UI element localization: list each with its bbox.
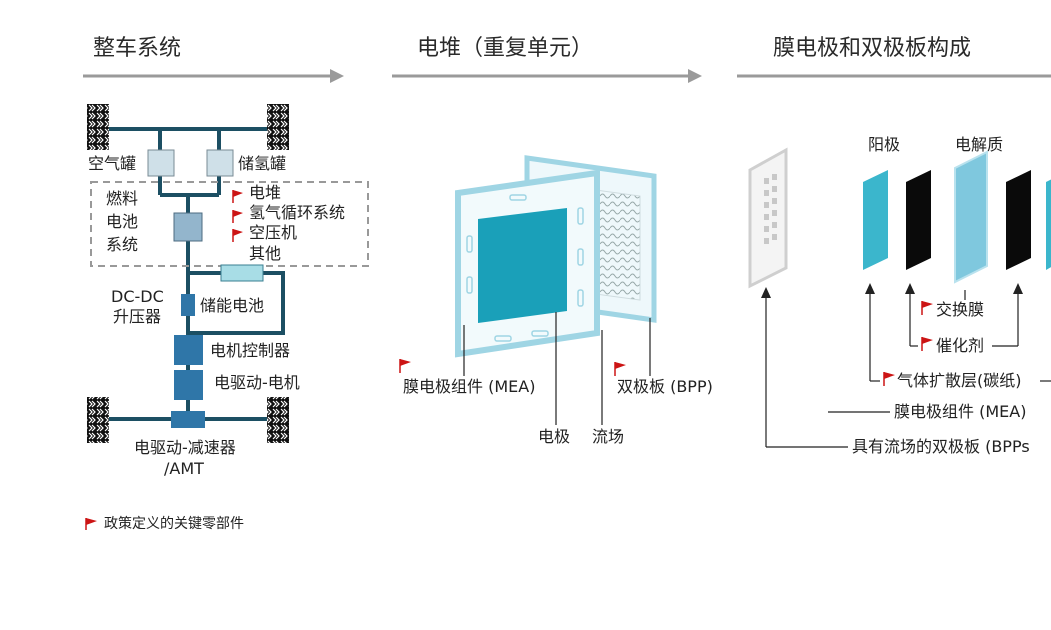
- arrow-right-icon: [761, 283, 1023, 298]
- component-stack: 电堆: [249, 183, 282, 202]
- fuel-cell-boundary: [90, 181, 369, 267]
- catalyst-label: 催化剂: [936, 336, 985, 355]
- gdl-label: 气体扩散层(碳纸): [897, 371, 1022, 390]
- electrolyte-label: 电解质: [955, 135, 1004, 154]
- mea-leaders: [765, 290, 1051, 448]
- tire-icon: [267, 104, 289, 150]
- cathode-layer: [1046, 179, 1051, 270]
- component-other: 其他: [249, 244, 282, 263]
- h2-tank-label: 储氢罐: [238, 154, 287, 173]
- air-tank-label: 空气罐: [88, 154, 137, 173]
- mea-bpp-label: 具有流场的双极板 (BPPs: [852, 437, 1030, 456]
- electrode-area: [478, 208, 567, 323]
- motor-label: 电驱动-电机: [214, 373, 300, 392]
- air-tank-box: [147, 149, 175, 177]
- flag-icon: [85, 518, 97, 530]
- flag-icon: [614, 362, 626, 376]
- electrolyte-layer: [954, 150, 988, 284]
- fuel-cell-box: [173, 212, 203, 242]
- motor-controller-box: [174, 335, 203, 365]
- h2-tank-box: [206, 149, 234, 177]
- dcdc-label-2: 升压器: [113, 307, 162, 326]
- tire-icon: [87, 104, 109, 150]
- mea-label: 膜电极组件 (MEA): [403, 377, 536, 396]
- flow-field-label: 流场: [592, 427, 625, 446]
- exchange-membrane-label: 交换膜: [936, 300, 985, 319]
- fuel-cell-label-2: 电池: [106, 212, 139, 231]
- dcdc-box: [181, 294, 195, 316]
- catalyst-layer-2: [1006, 170, 1031, 270]
- stack-leaders: [463, 312, 651, 425]
- header-arrow-vehicle: [83, 69, 344, 83]
- legend-text: 政策定义的关键零部件: [104, 516, 244, 532]
- component-compressor: 空压机: [249, 223, 298, 242]
- motor-controller-label: 电机控制器: [210, 341, 291, 360]
- section-title-mea: 膜电极和双极板构成: [773, 36, 972, 61]
- fuel-cell-label-3: 系统: [106, 235, 139, 254]
- flag-icon: [883, 372, 895, 386]
- flag-icon: [921, 301, 933, 315]
- catalyst-layer: [906, 170, 931, 270]
- battery-label: 储能电池: [200, 296, 265, 315]
- motor-box: [174, 370, 203, 400]
- anode-label: 阳极: [868, 135, 901, 154]
- electrode-label: 电极: [538, 427, 571, 446]
- dcdc-label-1: DC-DC: [111, 287, 164, 306]
- anode-layer: [863, 170, 888, 270]
- section-title-vehicle: 整车系统: [93, 36, 182, 61]
- mea-assembly-label: 膜电极组件 (MEA): [894, 402, 1027, 421]
- mea-plate: [455, 169, 600, 358]
- bpp-label: 双极板 (BPP): [617, 377, 713, 396]
- reducer-box: [171, 411, 205, 428]
- mea-bpp-plate: [748, 147, 788, 289]
- battery-box: [220, 264, 264, 282]
- header-arrow-stack: [392, 69, 702, 83]
- flag-icon: [399, 359, 411, 373]
- component-h2-recirc: 氢气循环系统: [249, 203, 346, 222]
- tire-icon: [87, 397, 109, 443]
- flag-icon: [232, 190, 243, 203]
- reducer-label-1: 电驱动-减速器: [134, 438, 236, 457]
- reducer-label-2: /AMT: [164, 459, 204, 478]
- section-title-stack: 电堆（重复单元）: [417, 36, 594, 61]
- flag-icon: [232, 210, 243, 223]
- fuel-cell-label-1: 燃料: [106, 189, 139, 208]
- flag-icon: [921, 337, 933, 351]
- flag-icon: [232, 229, 243, 242]
- tire-icon: [267, 397, 289, 443]
